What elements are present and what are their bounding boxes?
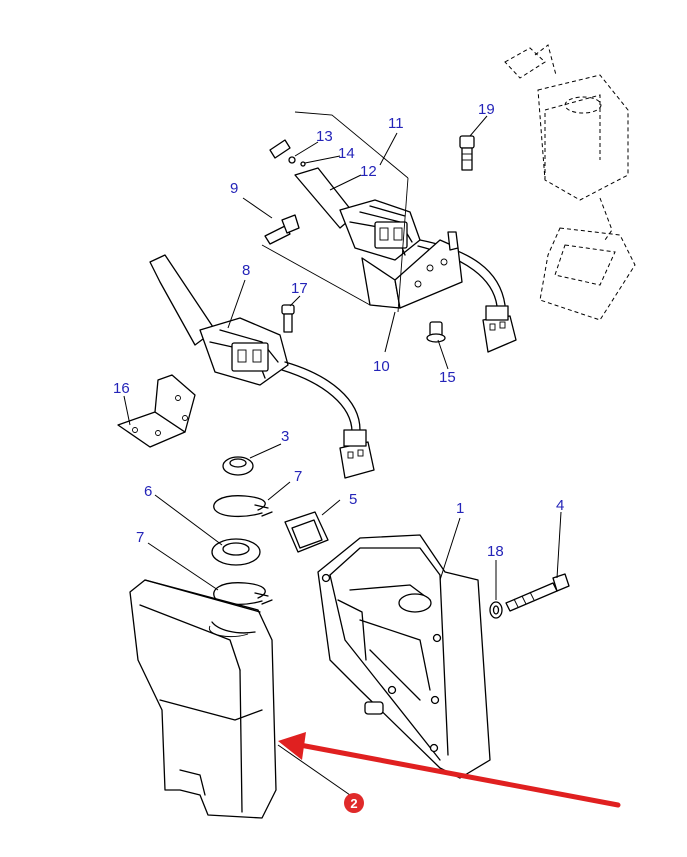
part-label-4: 4	[556, 497, 564, 514]
part-label-12: 12	[360, 163, 377, 180]
bolt-17	[281, 304, 295, 333]
bolt-19	[459, 135, 475, 171]
part-label-14: 14	[338, 145, 355, 162]
bolt-4	[505, 573, 570, 612]
ring-3	[222, 456, 254, 476]
steering-column-outline	[504, 44, 636, 321]
part-label-11: 11	[388, 115, 404, 132]
circlip-7-upper	[213, 495, 273, 518]
part-label-9: 9	[230, 180, 238, 197]
ring-6	[211, 538, 261, 566]
cover-5	[284, 511, 329, 553]
part-label-6: 6	[144, 483, 152, 500]
part-badge-2: 2	[344, 793, 364, 813]
bolt-9	[264, 214, 300, 245]
housing-1	[317, 534, 491, 779]
part-label-17: 17	[291, 280, 308, 297]
switch-assembly-left	[149, 254, 375, 479]
part-label-3: 3	[281, 428, 289, 445]
part-label-7-upper: 7	[294, 468, 302, 485]
part-label-2: 2	[350, 796, 357, 811]
bolt-15	[426, 321, 446, 343]
part-label-19: 19	[478, 101, 495, 118]
switch-assembly-upper	[269, 139, 517, 353]
part-label-7-lower: 7	[136, 529, 144, 546]
part-label-5: 5	[349, 491, 357, 508]
cover-2	[129, 579, 277, 819]
part-label-1: 1	[456, 500, 464, 517]
part-label-8: 8	[242, 262, 250, 279]
bracket-16	[117, 374, 196, 448]
part-label-10: 10	[373, 358, 390, 375]
part-label-18: 18	[487, 543, 504, 560]
part-label-15: 15	[439, 369, 456, 386]
highlight-arrow	[278, 732, 621, 808]
washer-18	[489, 601, 503, 619]
leader-lines	[123, 115, 562, 796]
part-label-16: 16	[113, 380, 130, 397]
part-label-13: 13	[316, 128, 333, 145]
